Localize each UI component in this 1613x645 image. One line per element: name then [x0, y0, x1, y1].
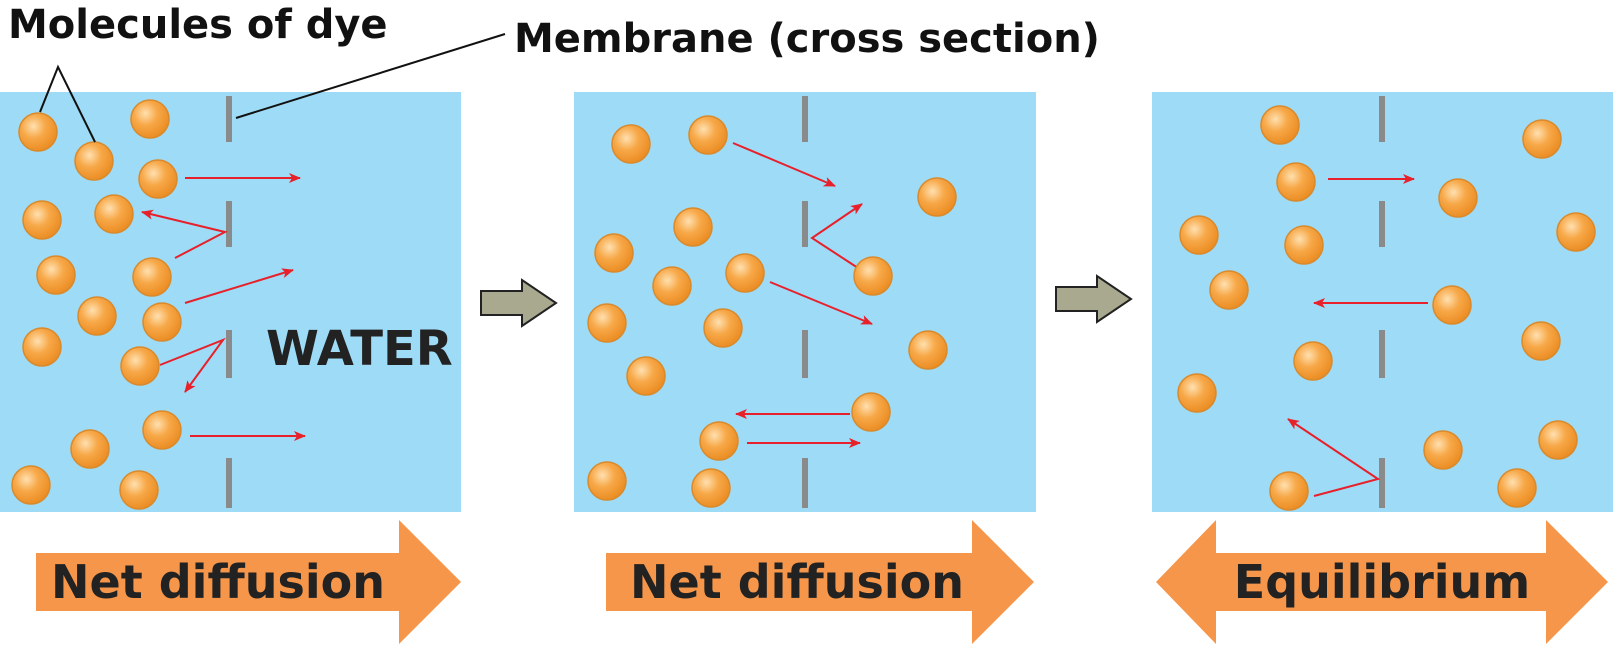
motion-arrow — [184, 268, 294, 304]
motion-arrow — [159, 337, 226, 393]
dye-molecule-icon — [725, 253, 765, 293]
dye-molecule-icon — [22, 200, 62, 240]
dye-molecule-icon — [1177, 373, 1217, 413]
motion-arrows — [141, 142, 1428, 497]
membrane-label: Membrane (cross section) — [514, 16, 1100, 62]
dye-molecule-icon — [142, 410, 182, 450]
dye-molecule-icon — [1432, 285, 1472, 325]
motion-arrow — [141, 209, 228, 259]
dye-molecule-icon — [22, 327, 62, 367]
motion-arrow — [732, 142, 836, 187]
motion-arrow — [1287, 418, 1381, 497]
motion-arrow — [810, 203, 863, 269]
dye-molecule-icon — [120, 346, 160, 386]
dye-molecule-icon — [74, 141, 114, 181]
dye-molecule-icon — [1260, 105, 1300, 145]
dye-molecules — [11, 99, 1596, 511]
membrane-callout-line — [235, 33, 506, 119]
net-diffusion-arrow-1 — [36, 520, 461, 644]
dye-molecule-icon — [688, 115, 728, 155]
dye-molecule-icon — [1276, 162, 1316, 202]
dye-molecule-icon — [142, 302, 182, 342]
dye-molecule-icon — [70, 429, 110, 469]
dye-molecule-icon — [1438, 178, 1478, 218]
dye-molecule-icon — [132, 257, 172, 297]
dye-molecule-icon — [1521, 321, 1561, 361]
dye-molecule-icon — [1556, 212, 1596, 252]
dye-molecule-icon — [673, 207, 713, 247]
dye-molecule-icon — [1423, 430, 1463, 470]
motion-arrow — [769, 281, 873, 325]
dye-molecule-icon — [1209, 270, 1249, 310]
step-arrow-icon — [1055, 274, 1133, 324]
dye-callout-line — [39, 64, 96, 143]
dye-molecule-icon — [691, 468, 731, 508]
dye-molecule-icon — [611, 124, 651, 164]
dye-molecule-icon — [587, 303, 627, 343]
net-diffusion-arrow-2 — [606, 520, 1034, 644]
dye-molecule-icon — [908, 330, 948, 370]
water-label: WATER — [266, 321, 453, 377]
dye-molecules-label: Molecules of dye — [8, 2, 388, 48]
dye-molecule-icon — [703, 308, 743, 348]
dye-molecule-icon — [594, 233, 634, 273]
dye-molecule-icon — [119, 470, 159, 510]
dye-molecule-icon — [130, 99, 170, 139]
dye-molecule-icon — [94, 194, 134, 234]
dye-molecule-icon — [917, 177, 957, 217]
dye-molecule-icon — [1497, 468, 1537, 508]
dye-molecule-icon — [1522, 119, 1562, 159]
dye-molecule-icon — [11, 465, 51, 505]
water-panel-1 — [0, 92, 461, 512]
dye-molecule-icon — [1284, 225, 1324, 265]
dye-molecule-icon — [699, 421, 739, 461]
equilibrium-double-arrow — [1156, 520, 1608, 644]
dye-molecule-icon — [1293, 341, 1333, 381]
callout-lines — [39, 33, 506, 143]
stage-1-caption: Net diffusion — [51, 555, 385, 609]
dye-molecule-icon — [626, 356, 666, 396]
dye-molecule-icon — [851, 392, 891, 432]
step-arrow-icon — [480, 278, 558, 328]
stage-2-caption: Net diffusion — [630, 555, 964, 609]
dye-molecule-icon — [587, 461, 627, 501]
dye-molecule-icon — [1269, 471, 1309, 511]
stage-3-caption: Equilibrium — [1234, 555, 1530, 609]
dye-molecule-icon — [77, 296, 117, 336]
dye-molecule-icon — [1538, 420, 1578, 460]
dye-molecule-icon — [853, 256, 893, 296]
dye-molecule-icon — [652, 266, 692, 306]
dye-molecule-icon — [138, 159, 178, 199]
dye-molecule-icon — [36, 255, 76, 295]
dye-molecule-icon — [1179, 215, 1219, 255]
dye-molecule-icon — [18, 112, 58, 152]
